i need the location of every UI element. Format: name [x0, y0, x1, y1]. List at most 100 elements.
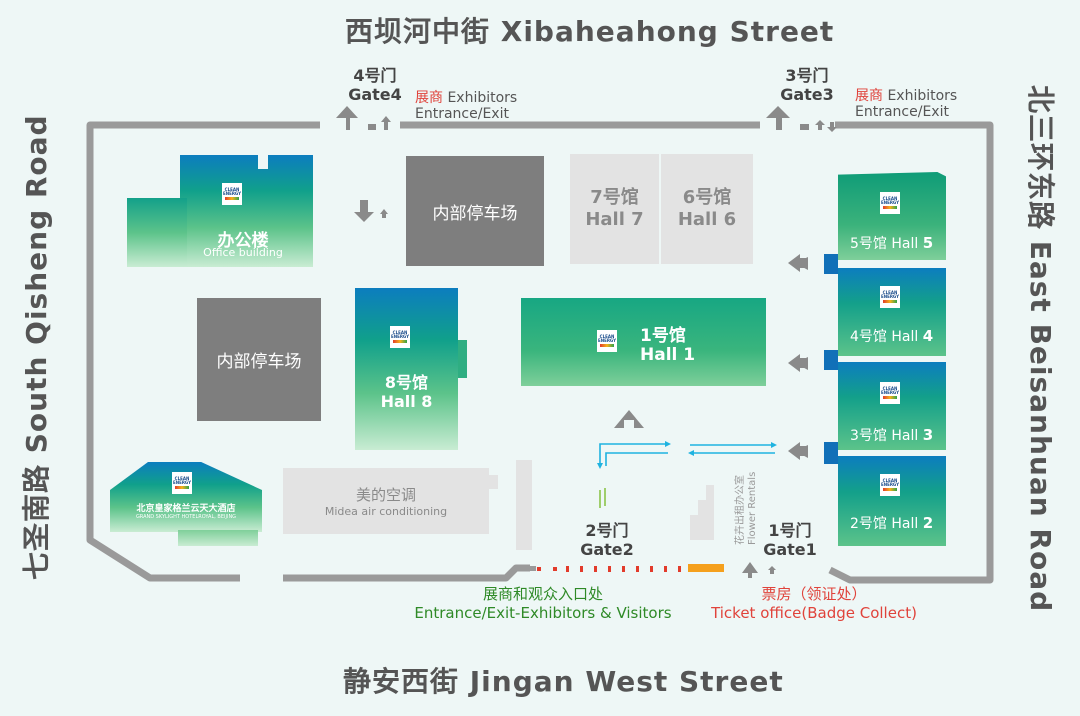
exhibitor-note-en2: Entrance/Exit: [415, 106, 509, 122]
exhibitor-note-en1: Exhibitors: [447, 90, 518, 106]
gate1-cn: 1号门: [768, 521, 812, 540]
gate4-cn: 4号门: [353, 66, 397, 85]
flower-en: Flower Rentals: [747, 471, 758, 545]
hall4-label: 4号馆 Hall 4: [850, 326, 933, 346]
hall8[interactable]: [355, 288, 458, 450]
midea-en: Midea air conditioning: [324, 505, 448, 518]
hall6[interactable]: 6号馆 Hall 6: [661, 154, 753, 264]
hall5[interactable]: [838, 172, 946, 260]
midea-cn: 美的空调: [355, 486, 416, 504]
flower-cn: 花卉出租办公室: [735, 475, 746, 545]
hall2-label: 2号馆 Hall 2: [850, 513, 933, 533]
gate4-exhibitor-note: 展商 Exhibitors Entrance/Exit: [415, 90, 517, 122]
flower-rental-label: 花卉出租办公室 Flower Rentals: [735, 472, 759, 545]
hall5-label: 5号馆 Hall 5: [850, 233, 933, 253]
exhibitor-note-en2: Entrance/Exit: [855, 104, 949, 120]
hall8-en: Hall 8: [380, 392, 433, 411]
gate3-label[interactable]: 3号门 Gate3: [772, 66, 842, 104]
gate4-label[interactable]: 4号门 Gate4: [340, 66, 410, 104]
hall7-en: Hall 7: [585, 209, 644, 230]
hall4-cn: 4号馆 Hall: [850, 329, 919, 345]
midea-building[interactable]: 美的空调 Midea air conditioning: [283, 468, 489, 534]
gate1-label[interactable]: 1号门 Gate1: [755, 521, 825, 559]
ticket-office-label: 票房（领证处） Ticket office(Badge Collect): [704, 585, 924, 623]
flower-rental-building: [690, 485, 714, 540]
office-en: Office building: [203, 246, 283, 259]
north-street-label: 西坝河中街 Xibaheahong Street: [345, 15, 835, 48]
gate2-barrier: [516, 566, 536, 571]
gate2-cn: 2号门: [585, 521, 629, 540]
hall3-num: 3: [922, 426, 934, 444]
hall4-connector: [824, 350, 838, 370]
hall1-label: 1号馆 Hall 1: [640, 327, 695, 365]
hall2[interactable]: [838, 456, 946, 546]
entrance-arrows: [537, 566, 681, 572]
hall4-num: 4: [922, 327, 934, 345]
hall4[interactable]: [838, 268, 946, 356]
hall2-num: 2: [922, 514, 934, 532]
office-building[interactable]: [180, 155, 313, 267]
gate3-en: Gate3: [780, 85, 834, 104]
parking-left[interactable]: 内部停车场: [197, 298, 321, 421]
hotel-cn: 北京皇家格兰云天大酒店: [136, 504, 236, 514]
gray-arrows: [336, 106, 837, 578]
ticket-office-mark: [688, 564, 724, 572]
office-cn: 办公楼: [217, 231, 269, 251]
west-street-label: 七圣南路 South Qisheng Road: [20, 114, 53, 580]
gate2-en: Gate2: [580, 540, 634, 559]
hotel-en: GRAND SKYLIGHT HOTELROYAL, BEIJING: [135, 514, 237, 520]
gate2-pillar: [516, 460, 532, 550]
hall2-cn: 2号馆 Hall: [850, 516, 919, 532]
gate2-updown-arrows: [599, 488, 606, 508]
hall5-connector: [824, 254, 838, 274]
midea-annex: [489, 475, 498, 489]
entrance-label: 展商和观众入口处 Entrance/Exit-Exhibitors & Visi…: [402, 585, 684, 623]
hall1-cn: 1号馆: [640, 326, 686, 346]
gate2-label[interactable]: 2号门 Gate2: [572, 521, 642, 559]
circulation-arrows: [599, 443, 775, 466]
circulation-arrowheads: [597, 441, 777, 469]
exhibitor-note-cn: 展商: [415, 90, 443, 106]
hall3-connector: [824, 442, 838, 464]
gate3-exhibitor-note: 展商 Exhibitors Entrance/Exit: [855, 88, 957, 120]
ticket-en: Ticket office(Badge Collect): [711, 604, 917, 622]
ticket-cn: 票房（领证处）: [761, 585, 867, 603]
hall6-cn: 6号馆: [682, 187, 732, 208]
hall5-cn: 5号馆 Hall: [850, 236, 919, 252]
east-street-label: 北三环东路 East Beisanhuan Road: [1024, 85, 1057, 613]
office-building-wing: [127, 198, 187, 267]
hall8-label: 8号馆 Hall 8: [355, 373, 458, 411]
gate1-en: Gate1: [763, 540, 817, 559]
office-notch: [258, 155, 268, 169]
hall3[interactable]: [838, 362, 946, 450]
hall3-label: 3号馆 Hall 3: [850, 425, 933, 445]
hall5-num: 5: [922, 234, 934, 252]
east-arrows: [788, 254, 800, 460]
hall6-en: Hall 6: [677, 209, 737, 230]
hall7[interactable]: 7号馆 Hall 7: [570, 154, 659, 264]
gate3-cn: 3号门: [785, 66, 829, 85]
entrance-cn: 展商和观众入口处: [482, 585, 603, 603]
hall3-cn: 3号馆 Hall: [850, 428, 919, 444]
hall8-annex: [458, 340, 467, 378]
exhibitor-note-cn: 展商: [855, 88, 883, 104]
exhibitor-note-en1: Exhibitors: [887, 88, 958, 104]
hotel-annex: [178, 530, 258, 546]
gate4-en: Gate4: [348, 85, 402, 104]
hall7-cn: 7号馆: [590, 187, 639, 208]
hall8-cn: 8号馆: [384, 373, 429, 392]
hall1[interactable]: [521, 298, 766, 386]
parking-top[interactable]: 内部停车场: [406, 156, 544, 266]
entrance-en: Entrance/Exit-Exhibitors & Visitors: [414, 604, 672, 622]
south-street-label: 静安西街 Jingan West Street: [343, 665, 784, 698]
